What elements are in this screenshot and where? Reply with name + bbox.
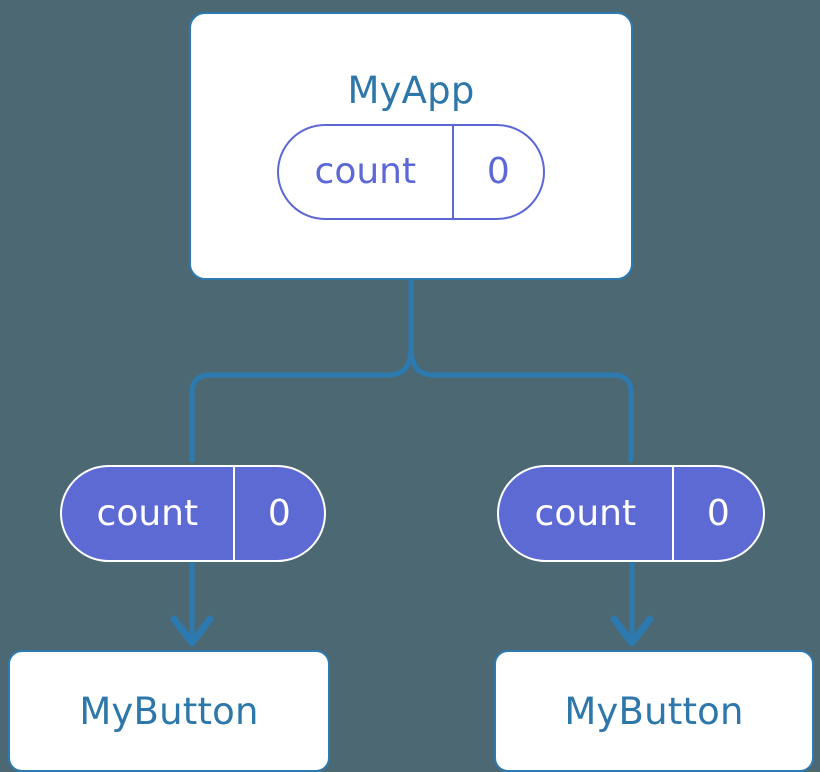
arrowhead-left-icon — [170, 615, 214, 647]
component-mybutton-right[interactable]: MyButton — [494, 650, 814, 772]
prop-pill-key: count — [96, 492, 199, 534]
component-mybutton-right-title: MyButton — [564, 689, 744, 733]
prop-pill-value: 0 — [232, 467, 324, 560]
edge-branch-right — [408, 345, 634, 463]
prop-pill-value: 0 — [671, 467, 763, 560]
component-mybutton-left[interactable]: MyButton — [8, 650, 330, 772]
state-pill-myapp-count[interactable]: count 0 — [277, 124, 545, 220]
prop-pill-key: count — [534, 492, 637, 534]
prop-pill-left-count[interactable]: count 0 — [60, 465, 326, 562]
state-pill-key: count — [314, 151, 417, 192]
prop-pill-right-count[interactable]: count 0 — [497, 465, 765, 562]
arrowhead-right-icon — [610, 615, 654, 647]
edge-branch-left — [189, 345, 414, 463]
component-myapp-title: MyApp — [347, 69, 475, 112]
component-mybutton-left-title: MyButton — [79, 689, 259, 733]
state-pill-value: 0 — [451, 126, 543, 218]
